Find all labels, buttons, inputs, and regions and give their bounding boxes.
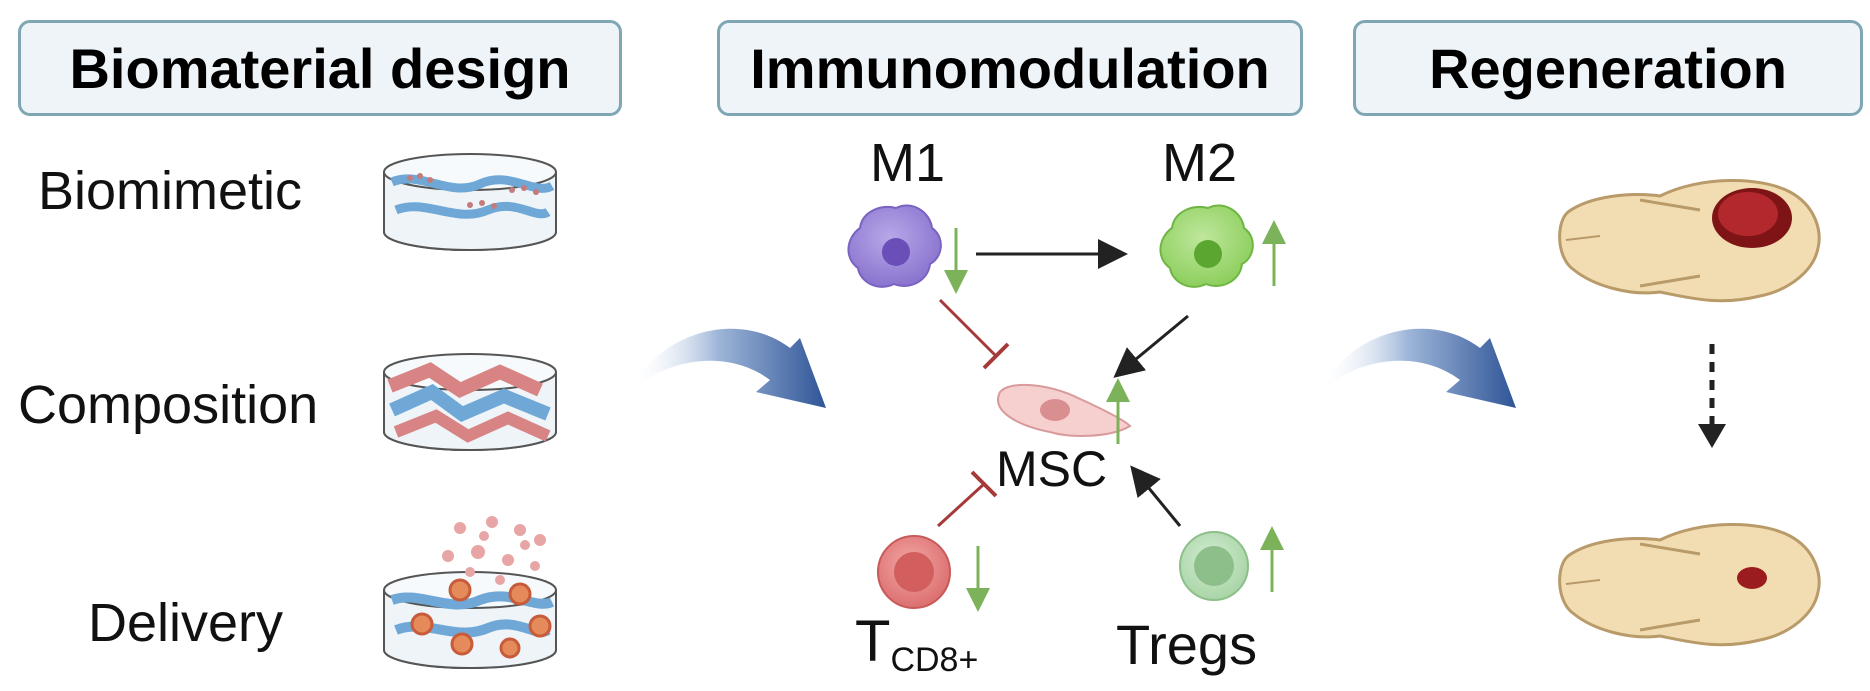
label-biomimetic: Biomimetic xyxy=(38,161,303,221)
tregs-cell-icon xyxy=(1179,531,1249,601)
msc-cell-icon xyxy=(997,383,1132,437)
inhibit-tcd8-to-msc xyxy=(936,470,998,528)
header-biomaterial-design: Biomaterial design xyxy=(18,20,622,116)
skull-large-defect-icon xyxy=(1558,179,1821,303)
label-tcd8: TCD8+ xyxy=(855,608,978,679)
label-m2: M2 xyxy=(1162,133,1238,193)
skull-small-defect-icon xyxy=(1558,523,1821,647)
composition-dish-icon xyxy=(383,353,557,451)
flow-arrow-right-icon xyxy=(1320,328,1516,408)
dotted-down-arrow-icon xyxy=(1698,344,1726,448)
arrow-tregs-to-msc xyxy=(1130,465,1182,527)
label-tcd8-main: T xyxy=(855,609,891,674)
label-m1: M1 xyxy=(870,133,946,193)
m2-macrophage-icon xyxy=(1159,204,1254,288)
inhibit-m1-to-msc xyxy=(938,298,1010,370)
label-msc: MSC xyxy=(996,441,1108,497)
delivery-dish-icon xyxy=(383,516,557,669)
label-tregs: Tregs xyxy=(1116,613,1258,676)
m1-macrophage-icon xyxy=(847,204,942,288)
header-immunomodulation: Immunomodulation xyxy=(717,20,1303,116)
label-tcd8-sub: CD8+ xyxy=(890,641,979,679)
label-composition: Composition xyxy=(18,375,319,435)
header-regeneration: Regeneration xyxy=(1353,20,1863,116)
biomimetic-dish-icon xyxy=(383,153,557,251)
arrow-m2-to-msc xyxy=(1113,314,1189,378)
flow-arrow-left-icon xyxy=(630,328,826,408)
tcd8-cell-icon xyxy=(877,535,951,609)
label-delivery: Delivery xyxy=(88,593,284,653)
